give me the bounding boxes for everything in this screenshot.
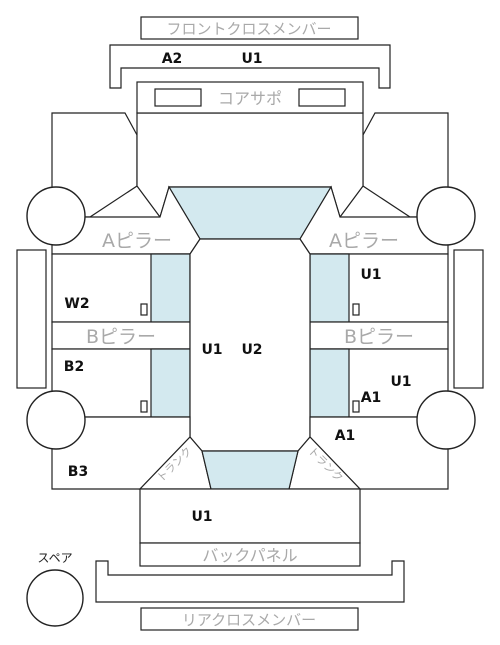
front-cross-member-label: フロントクロスメンバー — [166, 20, 331, 38]
rear-cross-member-box[interactable] — [140, 607, 359, 631]
a-pillar-left-label: Aピラー — [102, 230, 172, 252]
front-bumper — [109, 44, 391, 89]
code-left-rear-b2: B2 — [64, 359, 84, 375]
code-left-quarter-b3: B3 — [68, 464, 88, 480]
code-roof-u2: U2 — [241, 342, 262, 358]
core-support-right-slot — [298, 88, 346, 107]
front-cross-member-box — [140, 16, 359, 40]
right-front-window[interactable] — [309, 253, 350, 323]
core-support-left-slot — [154, 88, 202, 107]
code-left-front-w2: W2 — [64, 296, 89, 312]
code-trunk-u1: U1 — [191, 509, 212, 525]
right-side-skirt[interactable] — [453, 249, 484, 389]
code-front-a2: A2 — [162, 51, 183, 67]
core-support-label: コアサポ — [218, 89, 282, 108]
left-front-window[interactable] — [150, 253, 191, 323]
left-front-door-handle — [140, 303, 148, 316]
spare-label: スペア — [37, 551, 72, 565]
a-pillar-right-label: Aピラー — [329, 230, 399, 252]
code-right-rear-a1: A1 — [361, 390, 382, 406]
code-right-rear-u1: U1 — [390, 374, 411, 390]
left-rear-window[interactable] — [150, 348, 191, 418]
b-pillar-right[interactable] — [309, 321, 449, 350]
code-right-quarter-a1: A1 — [335, 428, 356, 444]
wheel-rear-left[interactable] — [26, 390, 86, 450]
wheel-rear-right[interactable] — [416, 390, 476, 450]
wheel-front-left[interactable] — [26, 186, 86, 246]
b-pillar-left[interactable] — [51, 321, 191, 350]
wheel-front-right[interactable] — [416, 186, 476, 246]
left-rear-door-handle — [140, 400, 148, 413]
left-side-skirt[interactable] — [16, 249, 47, 389]
code-front-u1: U1 — [241, 51, 262, 67]
rear-bumper[interactable] — [95, 560, 405, 603]
rear-cross-member-label: リアクロスメンバー — [182, 611, 316, 629]
right-rear-door-handle — [352, 400, 360, 413]
trunk-lid[interactable] — [139, 488, 361, 544]
right-front-door-handle — [352, 303, 360, 316]
b-pillar-right-label: Bピラー — [344, 326, 414, 348]
code-roof-u1: U1 — [201, 342, 222, 358]
code-right-front-u1: U1 — [360, 267, 381, 283]
right-rear-window[interactable] — [309, 348, 350, 418]
rear-window[interactable] — [201, 450, 299, 490]
back-panel-box[interactable] — [139, 542, 361, 567]
spare-tire[interactable] — [26, 569, 84, 627]
back-panel-label: バックパネル — [202, 546, 297, 565]
b-pillar-left-label: Bピラー — [86, 326, 156, 348]
